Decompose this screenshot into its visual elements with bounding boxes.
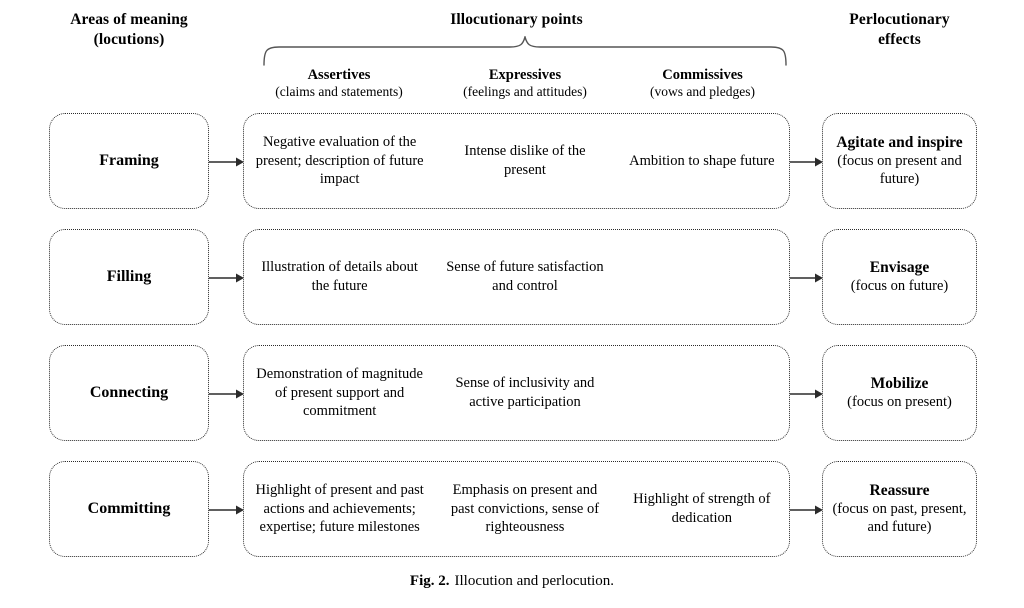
arrow-illocution-to-perlocution-icon (790, 503, 823, 515)
locution-box-framing[interactable]: Framing (49, 113, 209, 209)
subhead-assertives: Assertives (claims and statements) (243, 66, 435, 101)
column-header-perlocutionary-line2: effects (878, 30, 921, 48)
arrow-locution-to-illocution-icon (209, 271, 244, 283)
subhead-expressives-subtitle: (feelings and attitudes) (463, 84, 587, 100)
illocution-cell-commissives: Highlight of strength of dedication (633, 491, 771, 526)
arrow-illocution-to-perlocution-icon (790, 271, 823, 283)
perlocution-subtitle: (focus on future) (850, 277, 949, 294)
perlocution-title: Envisage (869, 259, 930, 277)
perlocution-subtitle: (focus on past, present, and future) (832, 500, 967, 535)
column-header-perlocutionary-effects: Perlocutionary effects (822, 10, 977, 50)
column-header-illocutionary-points: Illocutionary points (450, 11, 583, 28)
figure-number: Fig. 2. (409, 573, 450, 589)
illocution-cell-commissives: Ambition to shape future (629, 152, 775, 169)
illocution-box-connecting[interactable]: Demonstration of magnitude of present su… (243, 345, 790, 441)
arrow-locution-to-illocution-icon (209, 503, 244, 515)
locution-label: Connecting (89, 384, 169, 401)
subhead-commissives: Commissives (vows and pledges) (615, 66, 790, 101)
arrow-locution-to-illocution-icon (209, 155, 244, 167)
locution-box-connecting[interactable]: Connecting (49, 345, 209, 441)
arrow-illocution-to-perlocution-icon (790, 387, 823, 399)
subhead-assertives-subtitle: (claims and statements) (275, 84, 403, 100)
locution-label: Filling (106, 268, 152, 285)
subhead-expressives: Expressives (feelings and attitudes) (435, 66, 615, 101)
perlocution-title: Mobilize (870, 375, 929, 393)
illocution-cell-assertives: Highlight of present and past actions an… (255, 481, 424, 536)
illocution-cell-expressives: Sense of future satisfaction and control (446, 259, 604, 294)
illocution-cell-expressives: Intense dislike of the present (464, 143, 586, 178)
illocution-cell-expressives: Sense of inclusivity and active particip… (455, 375, 595, 410)
figure-caption-text: Illocution and perlocution. (454, 573, 615, 589)
locution-box-committing[interactable]: Committing (49, 461, 209, 557)
illocution-cell-assertives: Illustration of details about the future (261, 259, 418, 294)
perlocution-title: Reassure (869, 482, 930, 500)
illocution-box-committing[interactable]: Highlight of present and past actions an… (243, 461, 790, 557)
locution-label: Framing (99, 152, 159, 169)
locution-box-filling[interactable]: Filling (49, 229, 209, 325)
perlocution-title: Agitate and inspire (836, 134, 963, 152)
arrow-locution-to-illocution-icon (209, 387, 244, 399)
illocution-cell-expressives: Emphasis on present and past convictions… (450, 481, 600, 536)
subhead-commissives-title: Commissives (662, 67, 743, 83)
illocution-cell-assertives: Demonstration of magnitude of present su… (256, 365, 423, 420)
figure-caption: Fig. 2.Illocution and perlocution. (0, 573, 1024, 590)
column-header-locutions-line1: Areas of meaning (70, 11, 188, 28)
perlocution-subtitle: (focus on present) (847, 393, 952, 410)
locution-label: Committing (87, 500, 171, 517)
arrow-illocution-to-perlocution-icon (790, 155, 823, 167)
column-header-locutions-line2: (locutions) (93, 30, 165, 48)
perlocution-box-mobilize[interactable]: Mobilize (focus on present) (822, 345, 977, 441)
subhead-commissives-subtitle: (vows and pledges) (650, 84, 755, 100)
perlocution-box-agitate-and-inspire[interactable]: Agitate and inspire (focus on present an… (822, 113, 977, 209)
illocution-box-filling[interactable]: Illustration of details about the future… (243, 229, 790, 325)
column-header-locutions: Areas of meaning (locutions) (49, 10, 209, 50)
column-header-perlocutionary-line1: Perlocutionary (849, 11, 950, 28)
perlocution-box-envisage[interactable]: Envisage (focus on future) (822, 229, 977, 325)
perlocution-box-reassure[interactable]: Reassure (focus on past, present, and fu… (822, 461, 977, 557)
perlocution-subtitle: (focus on present and future) (837, 152, 962, 187)
subhead-expressives-title: Expressives (488, 67, 562, 83)
subhead-assertives-title: Assertives (307, 67, 371, 83)
curly-brace-icon (262, 34, 788, 66)
illocution-cell-assertives: Negative evaluation of the present; desc… (255, 133, 424, 188)
illocution-box-framing[interactable]: Negative evaluation of the present; desc… (243, 113, 790, 209)
